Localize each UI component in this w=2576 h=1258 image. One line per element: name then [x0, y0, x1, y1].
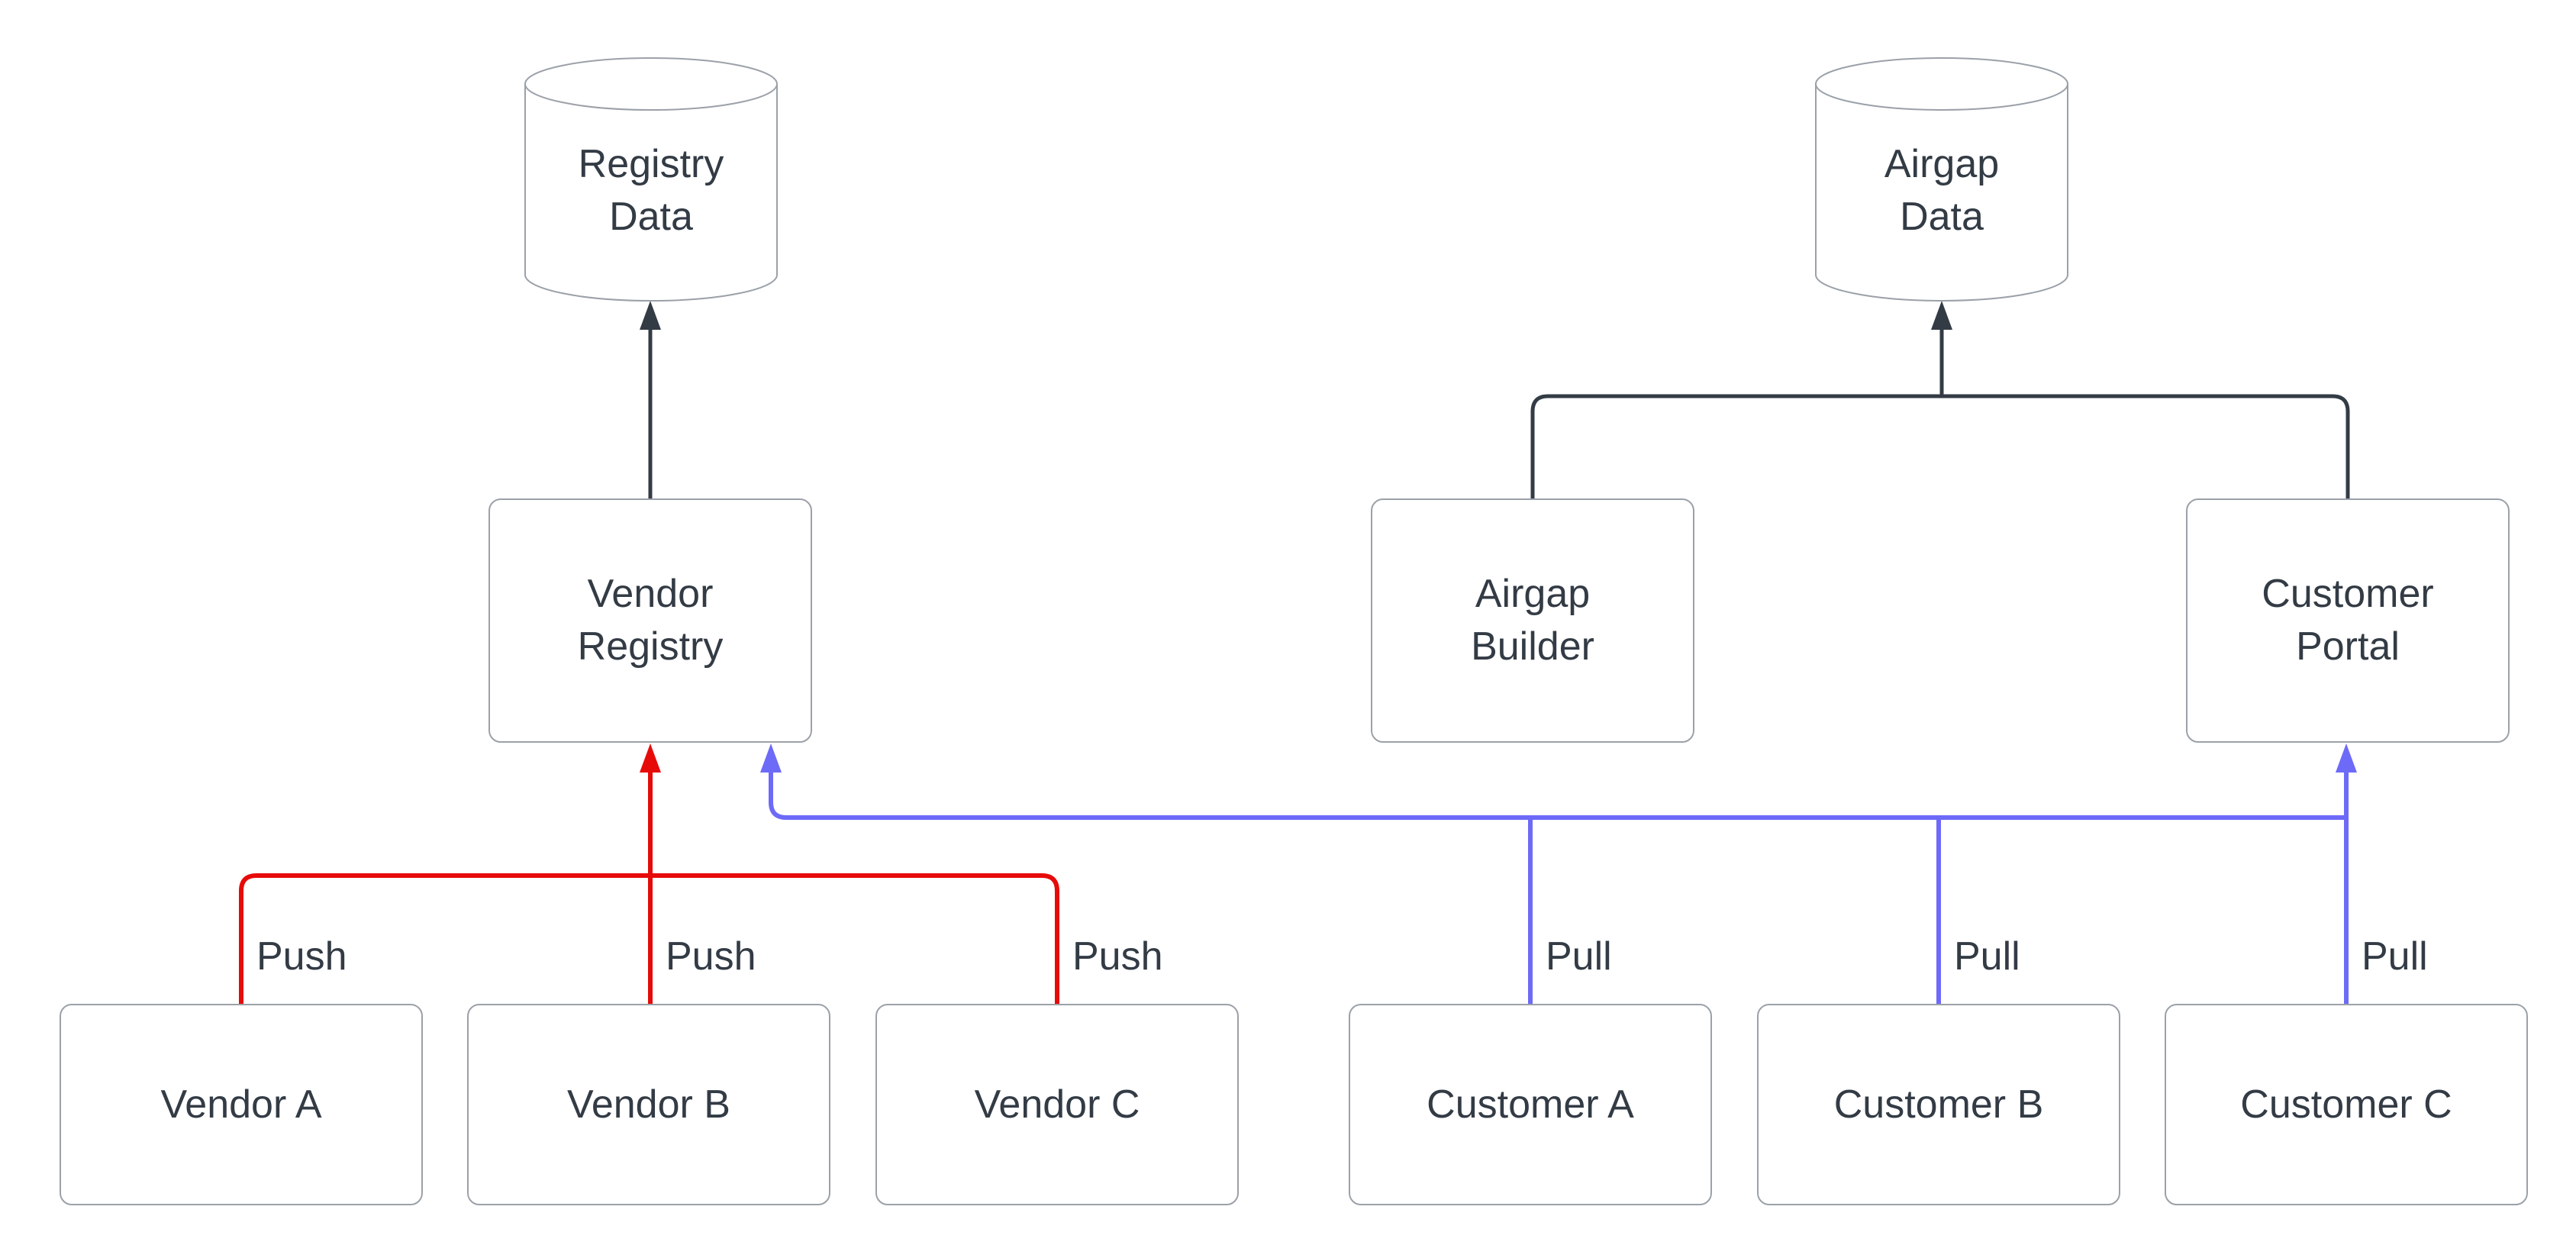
node-vendor-b: Vendor B [467, 1004, 830, 1205]
cylinder-top [1815, 57, 2068, 111]
airgap-builder-label-line1: Airgap [1475, 572, 1591, 617]
node-vendor-a: Vendor A [60, 1004, 423, 1205]
customer-a-label: Customer A [1427, 1082, 1634, 1127]
push-label-vendor-c: Push [1072, 934, 1163, 979]
node-vendor-registry: Vendor Registry [488, 498, 812, 743]
node-customer-a: Customer A [1349, 1004, 1712, 1205]
pull-label-customer-a: Pull [1546, 934, 1612, 979]
node-customer-b: Customer B [1757, 1004, 2120, 1205]
push-label-vendor-b: Push [666, 934, 756, 979]
cylinder-top [524, 57, 778, 111]
node-customer-c: Customer C [2165, 1004, 2528, 1205]
push-label-vendor-a: Push [256, 934, 347, 979]
pull-label-customer-c: Pull [2362, 934, 2428, 979]
edge-push-vendor-a [239, 873, 650, 1004]
pull-label-customer-b: Pull [1954, 934, 2020, 979]
registry-data-cylinder [524, 57, 778, 302]
registry-data-label-line2: Data [609, 195, 693, 239]
customer-c-label: Customer C [2240, 1082, 2452, 1127]
airgap-data-label: Airgap Data [1816, 115, 2068, 267]
node-customer-portal: Customer Portal [2186, 498, 2510, 743]
vendor-b-label: Vendor B [567, 1082, 730, 1127]
edge-pull-main-to-vendor-registry [769, 773, 2346, 820]
edge-push-vendor-c [650, 873, 1059, 1004]
airgap-data-label-line1: Airgap [1884, 142, 2000, 187]
cylinder-body [1815, 84, 2068, 302]
arrowhead-push-vendor-registry [640, 744, 661, 773]
airgap-data-cylinder [1815, 57, 2068, 302]
node-airgap-builder: Airgap Builder [1371, 498, 1694, 743]
vendor-c-label: Vendor C [974, 1082, 1140, 1127]
arrowhead-airgap-data [1931, 301, 1952, 330]
arrowhead-pull-vendor-registry [760, 744, 782, 773]
edge-airgap-builder-customer-portal-bracket [1530, 394, 2350, 498]
node-vendor-c: Vendor C [875, 1004, 1239, 1205]
arrowhead-pull-customer-portal [2336, 744, 2357, 773]
arrowhead-registry-data [640, 301, 661, 330]
vendor-a-label: Vendor A [160, 1082, 322, 1127]
airgap-builder-label-line2: Builder [1471, 624, 1594, 669]
customer-b-label: Customer B [1833, 1082, 2044, 1127]
customer-portal-label-line1: Customer [2262, 572, 2434, 617]
customer-portal-label-line2: Portal [2296, 624, 2400, 669]
vendor-registry-label-line2: Registry [577, 624, 724, 669]
vendor-registry-label-line1: Vendor [587, 572, 714, 617]
airgap-data-label-line2: Data [1900, 195, 1984, 239]
registry-data-label: Registry Data [525, 115, 777, 267]
registry-data-label-line1: Registry [578, 142, 724, 187]
cylinder-body [524, 84, 778, 302]
